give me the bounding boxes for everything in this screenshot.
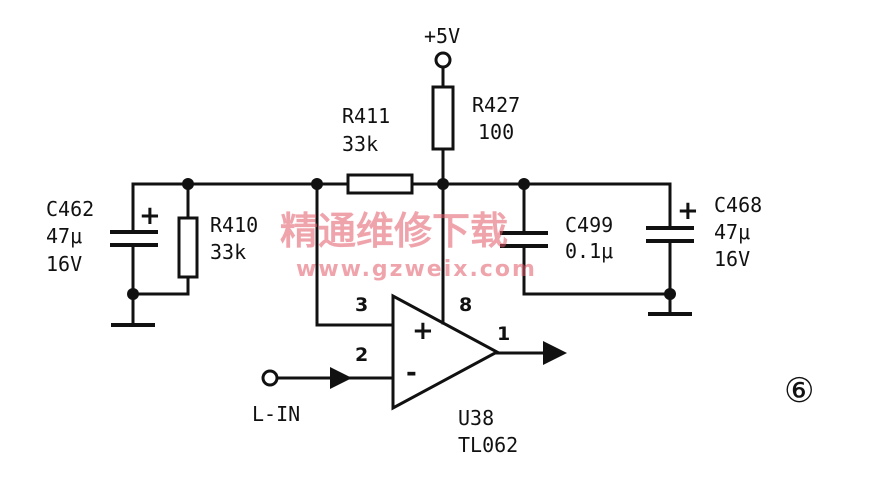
junction-dot — [127, 288, 139, 300]
opamp-plus-sign: + — [412, 316, 434, 346]
c468-value: 47μ — [714, 220, 750, 244]
r427-resistor — [431, 85, 455, 151]
c462-value: 47μ — [46, 224, 82, 248]
r411-ref: R411 — [342, 104, 390, 128]
figure-number: ⑥ — [784, 371, 814, 411]
c468-polarity: + — [677, 196, 699, 226]
pin-2-label: 2 — [355, 344, 368, 366]
supply-label: +5V — [424, 24, 460, 48]
r410-resistor — [177, 216, 199, 279]
junction-dot — [182, 178, 194, 190]
r410-value: 33k — [210, 240, 246, 264]
junction-dot — [437, 178, 449, 190]
pin-1-label: 1 — [497, 323, 510, 345]
c468-ref: C468 — [714, 193, 762, 217]
opamp-triangle — [391, 293, 501, 411]
output-arrow-icon — [543, 341, 567, 365]
supply-terminal — [434, 51, 452, 69]
opamp-part: TL062 — [458, 433, 518, 457]
r411-value: 33k — [342, 132, 378, 156]
r411-resistor — [346, 173, 414, 195]
r427-ref: R427 — [472, 93, 520, 117]
opamp-minus-sign: - — [406, 358, 417, 388]
pin-8-label: 8 — [459, 294, 472, 316]
c468-voltage: 16V — [714, 247, 750, 271]
c499-ref: C499 — [565, 213, 613, 237]
input-terminal — [261, 369, 279, 387]
pin-3-label: 3 — [355, 294, 368, 316]
junction-dot — [518, 178, 530, 190]
r427-value: 100 — [478, 120, 514, 144]
c462-voltage: 16V — [46, 252, 82, 276]
input-label: L-IN — [252, 402, 300, 426]
junction-dot — [664, 288, 676, 300]
c499-value: 0.1μ — [565, 239, 613, 263]
c462-polarity: + — [139, 201, 161, 231]
opamp-ref: U38 — [458, 406, 494, 430]
watermark-text: 精通维修下载 — [280, 209, 508, 253]
r410-ref: R410 — [210, 213, 258, 237]
watermark-url: www.gzweix.com — [296, 257, 537, 282]
junction-dot — [311, 178, 323, 190]
input-arrow-icon — [330, 367, 352, 389]
c462-ref: C462 — [46, 197, 94, 221]
